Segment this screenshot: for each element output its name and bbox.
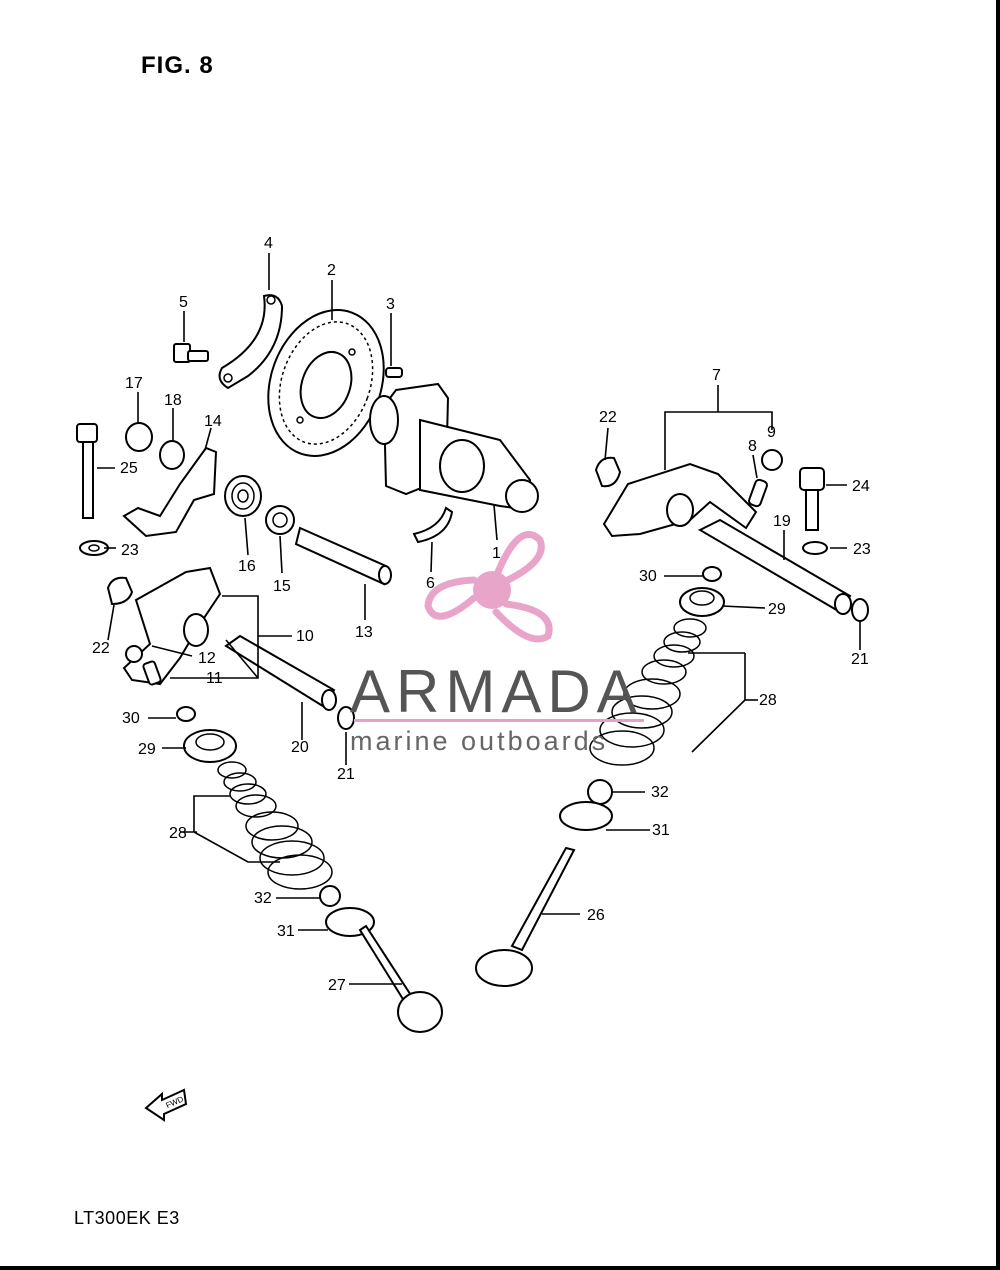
callout-label: 30	[122, 710, 140, 727]
figure-title: FIG. 8	[141, 52, 214, 79]
valve-springs-right	[589, 618, 707, 766]
callout-label: 20	[291, 739, 309, 756]
spring-retainer-right	[679, 587, 725, 617]
callout-label: 29	[138, 741, 156, 758]
exhaust-valve-stem	[510, 846, 576, 952]
callout-label: 4	[264, 235, 273, 252]
intake-valve-stem	[358, 924, 416, 1006]
valve-cotter-left	[319, 885, 341, 907]
callout-numbers: 1 2 3 4 5 6 7 8 9 10 11 12 13 14 15 16 1…	[92, 235, 871, 994]
oil-seal	[265, 505, 295, 535]
callout-label: 32	[254, 890, 272, 907]
adjusting-nut-left	[125, 645, 143, 663]
adjusting-screw	[748, 478, 768, 508]
gasket-right	[594, 456, 622, 488]
callout-label: 12	[198, 650, 216, 667]
callout-label: 19	[773, 513, 791, 530]
intake-valve-head	[397, 991, 443, 1033]
callout-label: 24	[852, 478, 870, 495]
washer-right	[802, 541, 828, 555]
callout-label: 8	[748, 438, 757, 455]
sprocket-bolt	[173, 343, 209, 363]
valve-springs-left	[217, 761, 333, 890]
callout-label: 15	[273, 578, 291, 595]
callout-label: 10	[296, 628, 314, 645]
intake-rocker-shaft	[224, 634, 336, 710]
callout-label: 28	[759, 692, 777, 709]
callout-label: 23	[121, 542, 139, 559]
rocker-arm-shaft	[697, 518, 852, 614]
callout-label: 9	[767, 424, 776, 441]
watermark: ARMADA marine outboards	[350, 531, 644, 756]
valve-cotter-right	[587, 779, 613, 805]
exhaust-valve-head	[475, 949, 533, 987]
frame-border-right	[996, 0, 1000, 1270]
callout-label: 14	[204, 413, 222, 430]
callout-label: 26	[587, 907, 605, 924]
decompression-lever	[122, 446, 218, 538]
callout-label: 3	[386, 296, 395, 313]
o-ring-left	[337, 706, 355, 730]
frame-border-bottom	[0, 1266, 1000, 1270]
washer	[159, 440, 185, 470]
callout-label: 23	[853, 541, 871, 558]
lock-nut	[125, 422, 153, 452]
watermark-underline	[354, 719, 644, 722]
knock-pin	[385, 367, 403, 378]
callout-label: 32	[651, 784, 669, 801]
valve-stem-seal-right	[702, 566, 722, 582]
forward-arrow-icon: FWD	[144, 1088, 188, 1122]
callout-label: 28	[169, 825, 187, 842]
decompression-spring	[224, 475, 262, 517]
o-ring-right	[851, 598, 869, 622]
spring-seat-right	[559, 801, 613, 831]
adjusting-nut	[761, 449, 783, 471]
camshaft-sprocket	[267, 309, 385, 457]
retainer-plate	[218, 294, 284, 390]
callout-label: 29	[768, 601, 786, 618]
callout-leaders	[97, 253, 861, 985]
propeller-logo-icon	[424, 531, 553, 643]
callout-label: 22	[92, 640, 110, 657]
callout-label: 21	[851, 651, 869, 668]
callout-label: 31	[277, 923, 295, 940]
callout-label: 13	[355, 624, 373, 641]
decompression-shaft	[294, 526, 392, 586]
circlip	[412, 506, 454, 544]
callout-label: 21	[337, 766, 355, 783]
callout-label: 7	[712, 367, 721, 384]
valve-stem-seal-left	[176, 706, 196, 722]
rocker-shaft-bolt	[799, 467, 825, 531]
callout-label: 1	[492, 545, 501, 562]
washer-left	[79, 540, 109, 556]
callout-label: 2	[327, 262, 336, 279]
callout-label: 18	[164, 392, 182, 409]
callout-label: 30	[639, 568, 657, 585]
callout-label: 6	[426, 575, 435, 592]
model-code: LT300EK E3	[74, 1208, 180, 1228]
adjusting-screw-left	[142, 660, 162, 686]
callout-label: 16	[238, 558, 256, 575]
callout-label: 17	[125, 375, 143, 392]
watermark-brand: ARMADA	[350, 658, 643, 725]
spring-retainer-left	[183, 729, 237, 763]
callout-label: 25	[120, 460, 138, 477]
camshaft	[369, 382, 539, 513]
callout-label: 11	[206, 670, 223, 687]
callout-label: 31	[652, 822, 670, 839]
watermark-tagline: marine outboards	[350, 726, 608, 756]
callout-label: 22	[599, 409, 617, 426]
gasket-left	[106, 576, 134, 606]
callout-label: 5	[179, 294, 188, 311]
tappet-cover-bolt	[76, 423, 98, 519]
callout-label: 27	[328, 977, 346, 994]
